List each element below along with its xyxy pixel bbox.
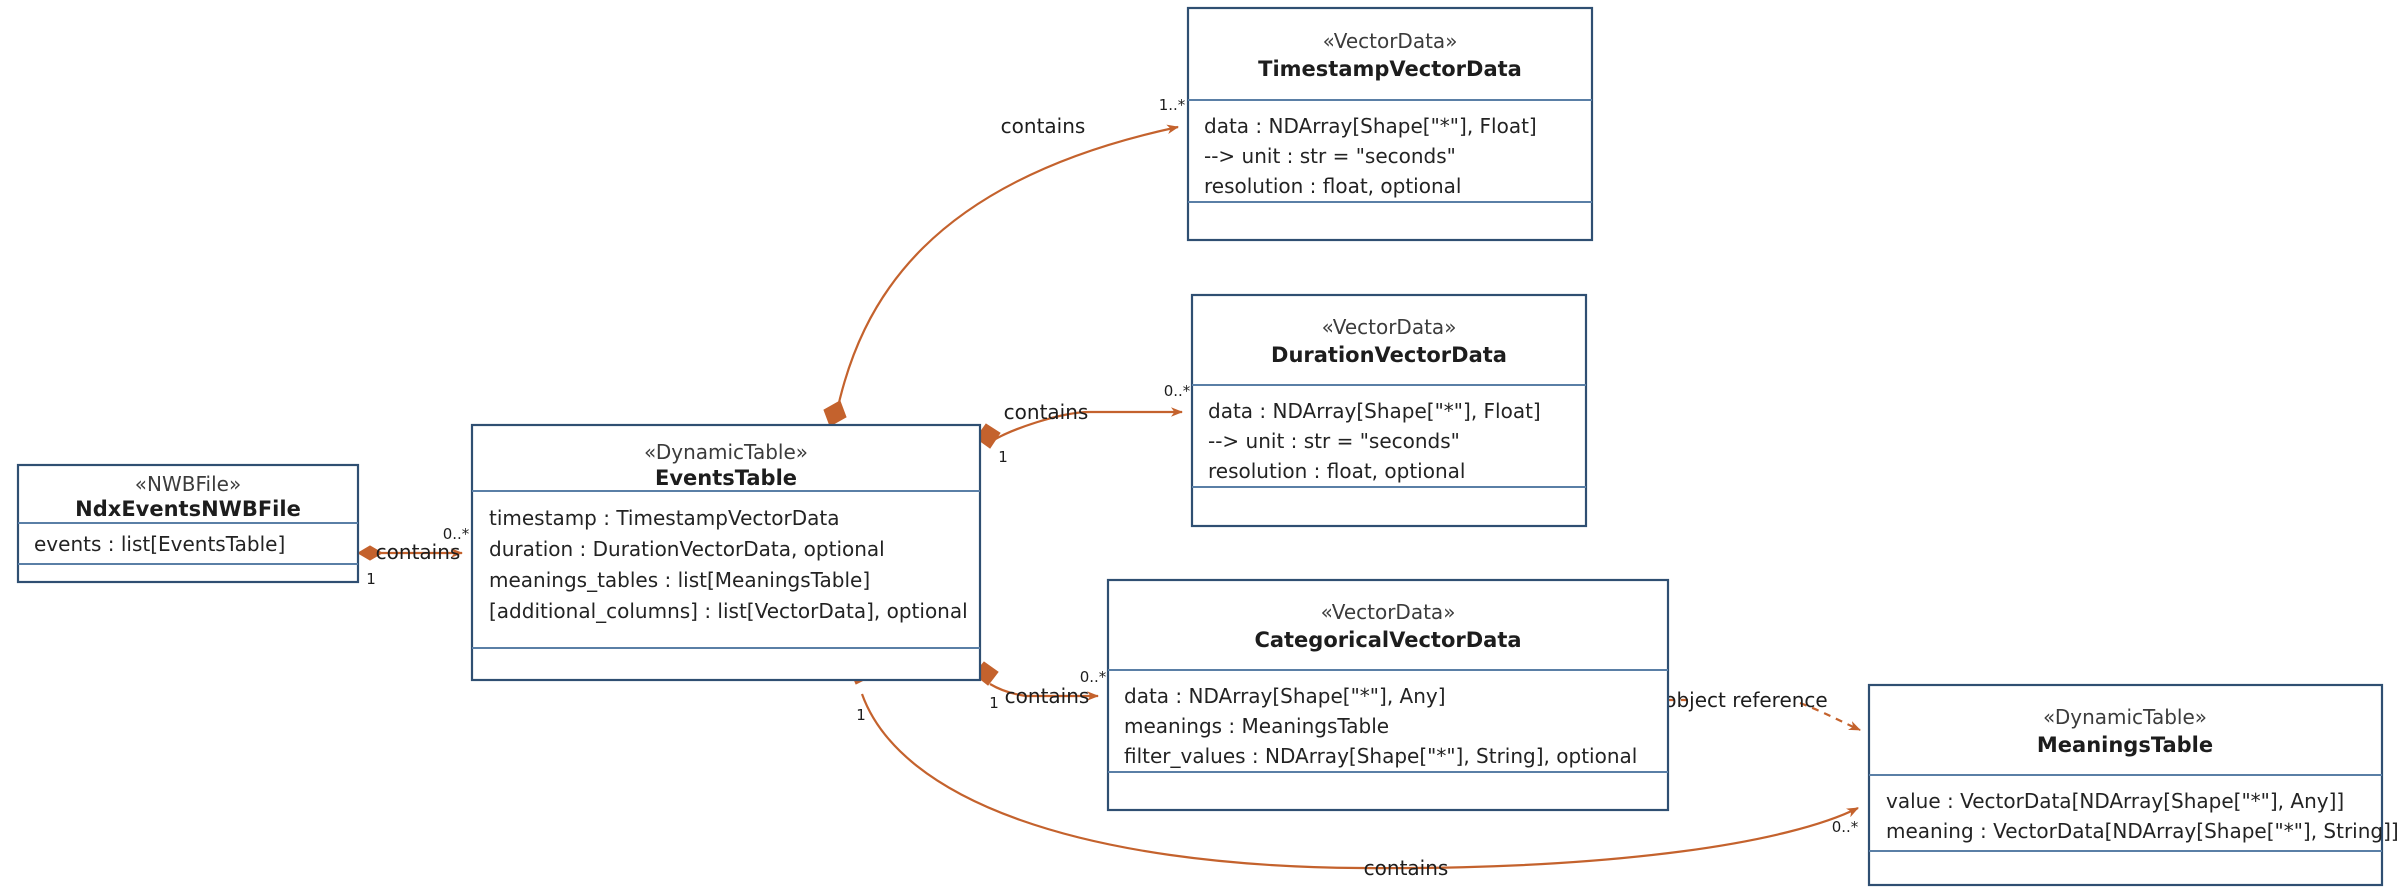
relation-eventstable-contains-durationvectordata[interactable]: contains 1 0..*	[975, 382, 1191, 466]
relation-line	[860, 693, 1859, 870]
class-attribute: meanings_tables : list[MeaningsTable]	[489, 568, 870, 592]
class-name: EventsTable	[655, 466, 797, 490]
source-multiplicity: 1	[998, 448, 1008, 466]
relation-line-right	[1799, 701, 1861, 732]
class-attribute: meanings : MeaningsTable	[1124, 714, 1389, 738]
source-multiplicity: 1	[856, 706, 866, 724]
class-box-timestampvectordata[interactable]: «VectorData» TimestampVectorData data : …	[1186, 6, 1594, 242]
class-stereotype: «DynamicTable»	[644, 440, 808, 464]
class-box-categoricalvectordata[interactable]: «VectorData» CategoricalVectorData data …	[1106, 578, 1670, 812]
class-attribute: resolution : float, optional	[1204, 174, 1461, 198]
source-multiplicity: 1	[366, 570, 376, 588]
class-attribute: timestamp : TimestampVectorData	[489, 506, 839, 530]
target-multiplicity: 1..*	[1159, 96, 1186, 114]
class-outline	[470, 423, 982, 682]
relation-label: contains	[1004, 400, 1089, 424]
relation-line	[989, 683, 1099, 701]
target-multiplicity: 0..*	[1832, 818, 1859, 836]
relation-label: contains	[1001, 114, 1086, 138]
class-stereotype: «VectorData»	[1322, 315, 1457, 339]
relation-label: contains	[376, 540, 461, 564]
filled-diamond-icon	[823, 400, 847, 427]
class-name: DurationVectorData	[1271, 343, 1507, 367]
relation-line	[834, 124, 1179, 417]
relation-categoricalvectordata-objectreference-meaningstable[interactable]: object reference	[1664, 688, 1861, 732]
class-attribute: data : NDArray[Shape["*"], Float]	[1204, 114, 1537, 138]
class-attribute: data : NDArray[Shape["*"], Float]	[1208, 399, 1541, 423]
class-attribute: value : VectorData[NDArray[Shape["*"], A…	[1886, 789, 2344, 813]
class-box-ndxeventsnwbfile[interactable]: «NWBFile» NdxEventsNWBFile events : list…	[16, 463, 360, 584]
class-attribute: --> unit : str = "seconds"	[1208, 429, 1460, 453]
class-box-eventstable[interactable]: «DynamicTable» EventsTable timestamp : T…	[470, 423, 982, 682]
relations-layer: contains 1 0..* contains 1 1..* contains…	[357, 96, 1861, 880]
class-attribute: events : list[EventsTable]	[34, 532, 285, 556]
relation-nwbfile-contains-eventstable[interactable]: contains 1 0..*	[357, 525, 470, 588]
target-multiplicity: 0..*	[1080, 668, 1107, 686]
class-name: CategoricalVectorData	[1254, 628, 1521, 652]
relation-eventstable-contains-categoricalvectordata[interactable]: contains 1 0..*	[973, 661, 1107, 712]
class-box-durationvectordata[interactable]: «VectorData» DurationVectorData data : N…	[1190, 293, 1588, 528]
class-attribute: duration : DurationVectorData, optional	[489, 537, 885, 561]
class-stereotype: «VectorData»	[1321, 600, 1456, 624]
target-multiplicity: 0..*	[1164, 382, 1191, 400]
relation-label: contains	[1005, 684, 1090, 708]
filled-diamond-icon	[357, 545, 383, 561]
class-box-meaningstable[interactable]: «DynamicTable» MeaningsTable value : Vec…	[1867, 683, 2399, 887]
relation-label: contains	[1364, 856, 1449, 880]
class-attribute: filter_values : NDArray[Shape["*"], Stri…	[1124, 744, 1637, 768]
filled-diamond-icon	[975, 423, 1001, 449]
source-multiplicity: 1	[989, 694, 999, 712]
class-attribute: resolution : float, optional	[1208, 459, 1465, 483]
class-attribute: [additional_columns] : list[VectorData],…	[489, 599, 968, 623]
relation-label: object reference	[1664, 688, 1828, 712]
class-attribute: --> unit : str = "seconds"	[1204, 144, 1456, 168]
class-attribute: data : NDArray[Shape["*"], Any]	[1124, 684, 1446, 708]
class-stereotype: «DynamicTable»	[2043, 705, 2207, 729]
class-stereotype: «VectorData»	[1323, 29, 1458, 53]
class-stereotype: «NWBFile»	[135, 472, 241, 496]
class-name: TimestampVectorData	[1258, 57, 1522, 81]
class-name: NdxEventsNWBFile	[75, 497, 301, 521]
class-attribute: meaning : VectorData[NDArray[Shape["*"],…	[1886, 819, 2399, 843]
class-name: MeaningsTable	[2037, 733, 2213, 757]
target-multiplicity: 0..*	[443, 525, 470, 543]
relation-line	[993, 407, 1183, 441]
relation-eventstable-contains-timestampvectordata[interactable]: contains 1 1..*	[823, 96, 1186, 446]
